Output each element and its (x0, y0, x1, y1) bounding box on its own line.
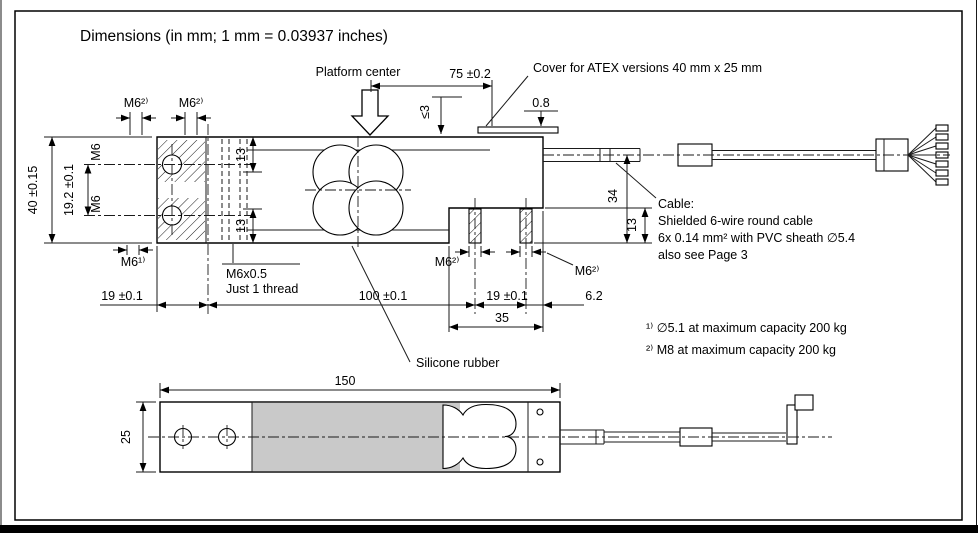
dim-40: 40 ±0.15 (26, 166, 40, 215)
dim-13-right: 13 (625, 218, 639, 232)
cable (543, 124, 949, 186)
notes: Cable: Shielded 6-wire round cable 6x 0.… (351, 162, 855, 370)
dim-25: 25 (119, 430, 133, 444)
footnote-1: ¹⁾ ∅5.1 at maximum capacity 200 kg (646, 321, 847, 335)
flexure-pocket (442, 403, 517, 470)
connector-bottom-head (794, 394, 814, 411)
dim-150: 150 (335, 374, 356, 388)
connector-bottom-body (786, 404, 798, 445)
platform-center-label: Platform center (316, 65, 401, 79)
centerlines (84, 124, 950, 314)
dim-13-top: 13 (234, 148, 248, 162)
dim-34: 34 (606, 189, 620, 203)
bottom-view: 150 25 (119, 374, 832, 473)
side-view-dimensions: 40 ±0.15 19.2 ±0.1 M6 M6 M6²⁾ M6²⁾ 13 13… (26, 61, 762, 332)
footnote-2: ²⁾ M8 at maximum capacity 200 kg (646, 343, 836, 357)
cable-bottom-view (560, 394, 814, 447)
dim-0-8: 0.8 (532, 96, 549, 110)
cover-atex-label: Cover for ATEX versions 40 mm x 25 mm (533, 61, 762, 75)
m6-top-left-label: M6²⁾ (124, 96, 149, 110)
atex-cover-plate (477, 126, 559, 134)
small-hole-top (536, 408, 544, 416)
connector-wires (907, 124, 949, 186)
page-title: Dimensions (in mm; 1 mm = 0.03937 inches… (80, 28, 388, 45)
cable-note-line2: Shielded 6-wire round cable (658, 214, 813, 228)
m6-top-right-label: M6²⁾ (179, 96, 204, 110)
m6-mid-label: M6²⁾ (435, 255, 460, 269)
dim-19-left: 19 ±0.1 (101, 289, 143, 303)
cable-note-line1: Cable: (658, 197, 694, 211)
silicone-rubber-label: Silicone rubber (416, 356, 499, 370)
dim-35: 35 (495, 311, 509, 325)
footer-rule (0, 525, 978, 533)
dim-100: 100 ±0.1 (359, 289, 408, 303)
dim-6-2: 6.2 (585, 289, 602, 303)
thread-note-line2: Just 1 thread (226, 282, 298, 296)
cable-note-line3: 6x 0.14 mm² with PVC sheath ∅5.4 (658, 231, 855, 245)
m6-side-upper-label: M6 (89, 143, 103, 160)
cloverleaf-cutout (312, 144, 404, 236)
thread-note-line1: M6x0.5 (226, 267, 267, 281)
cable-note-line4: also see Page 3 (658, 248, 748, 262)
dim-75: 75 ±0.2 (449, 67, 491, 81)
dim-13-bottom: 13 (234, 219, 248, 233)
dim-19-2: 19.2 ±0.1 (62, 164, 76, 216)
small-hole-bottom (536, 458, 544, 466)
platform-center-arrow-icon (350, 89, 390, 136)
m6-side-lower-label: M6 (89, 195, 103, 212)
m6-far-right-label: M6²⁾ (575, 264, 600, 278)
dim-19-right: 19 ±0.1 (486, 289, 528, 303)
dim-max-3: ≤3 (418, 105, 432, 119)
m6-bottom-left-label: M6¹⁾ (121, 255, 146, 269)
